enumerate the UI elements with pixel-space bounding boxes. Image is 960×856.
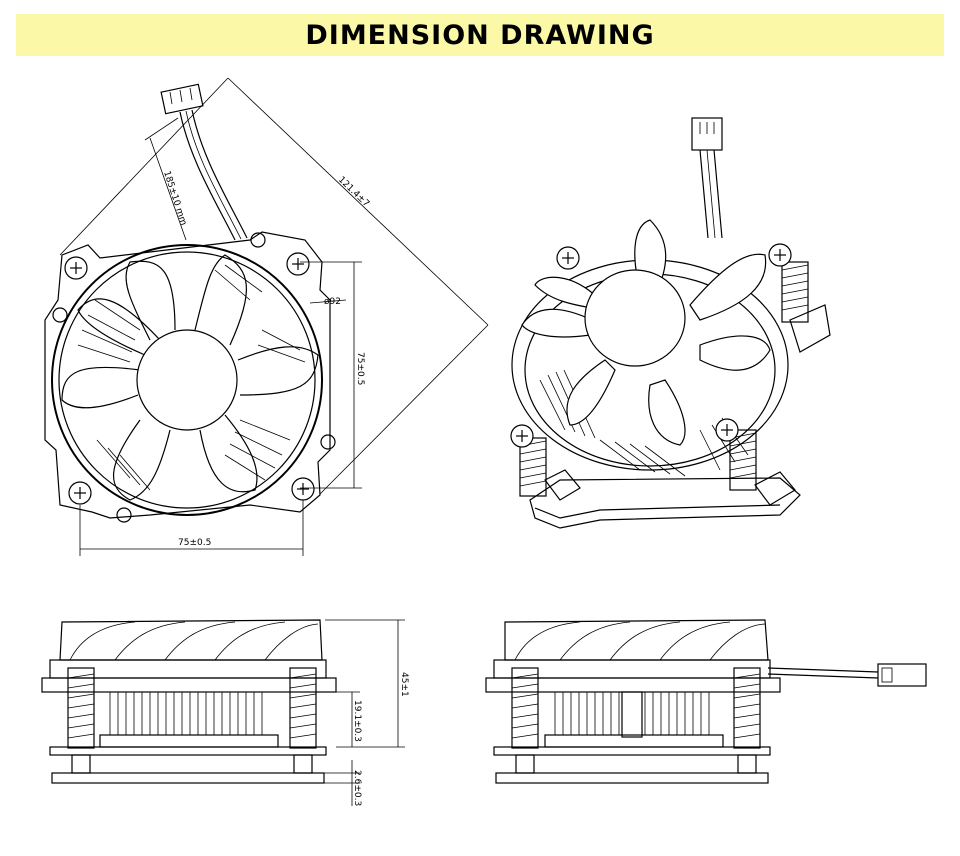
fan-hub	[136, 329, 238, 431]
screw-bottom-left	[68, 481, 92, 505]
page-title: DIMENSION DRAWING	[305, 19, 655, 51]
side-base	[51, 772, 325, 784]
side-spring-left	[67, 667, 95, 749]
top-view-frame	[44, 231, 331, 519]
top-view-cable	[179, 111, 236, 241]
dim-spring-height: 19.1±0.3	[352, 700, 362, 742]
dim-vertical-pitch: 75±0.5	[355, 352, 365, 385]
side2-base	[495, 772, 769, 784]
screw-top-left	[64, 256, 88, 280]
dim-base-thickness: 2.6±0.3	[352, 770, 362, 806]
dim-horizontal-pitch: 75±0.5	[178, 538, 211, 548]
side-fins	[109, 692, 263, 735]
side-view-left: 45±1 19.1±0.3 2.6±0.3	[41, 619, 409, 806]
top-view-connector	[160, 83, 204, 115]
iso-fan-blades	[521, 219, 771, 446]
isometric-view	[510, 117, 831, 529]
screw-bottom-right	[291, 477, 315, 501]
side-view-right	[485, 619, 927, 784]
side-fan	[59, 619, 323, 661]
title-banner: DIMENSION DRAWING	[16, 14, 944, 56]
heatsink-fins	[77, 264, 306, 491]
dim-total-height: 45±1	[399, 672, 409, 697]
dim-diagonal: 121.4±7	[336, 175, 371, 209]
screw-top-right	[286, 252, 310, 276]
iso-spring-front-right	[715, 418, 757, 491]
side2-spring-right	[733, 667, 761, 749]
fan-blades	[61, 254, 319, 501]
side2-fins	[554, 692, 710, 735]
iso-screw-back-left	[556, 246, 580, 270]
side2-cable	[767, 667, 879, 673]
fan-ring	[51, 244, 323, 516]
iso-fan-hub	[584, 269, 686, 367]
iso-base-plate	[529, 477, 801, 529]
side2-spring-left	[511, 667, 539, 749]
side-spring-right	[289, 667, 317, 749]
top-view: 185±10 mm 121.4±7 ø92 75±0.5 75±0.5	[44, 77, 489, 556]
side2-connector	[877, 663, 927, 687]
iso-spring-front-left	[510, 424, 547, 497]
iso-spring-back-right	[768, 243, 809, 323]
dim-fan-diameter: ø92	[324, 297, 341, 307]
dim-cable-length: 185±10 mm	[161, 170, 188, 227]
